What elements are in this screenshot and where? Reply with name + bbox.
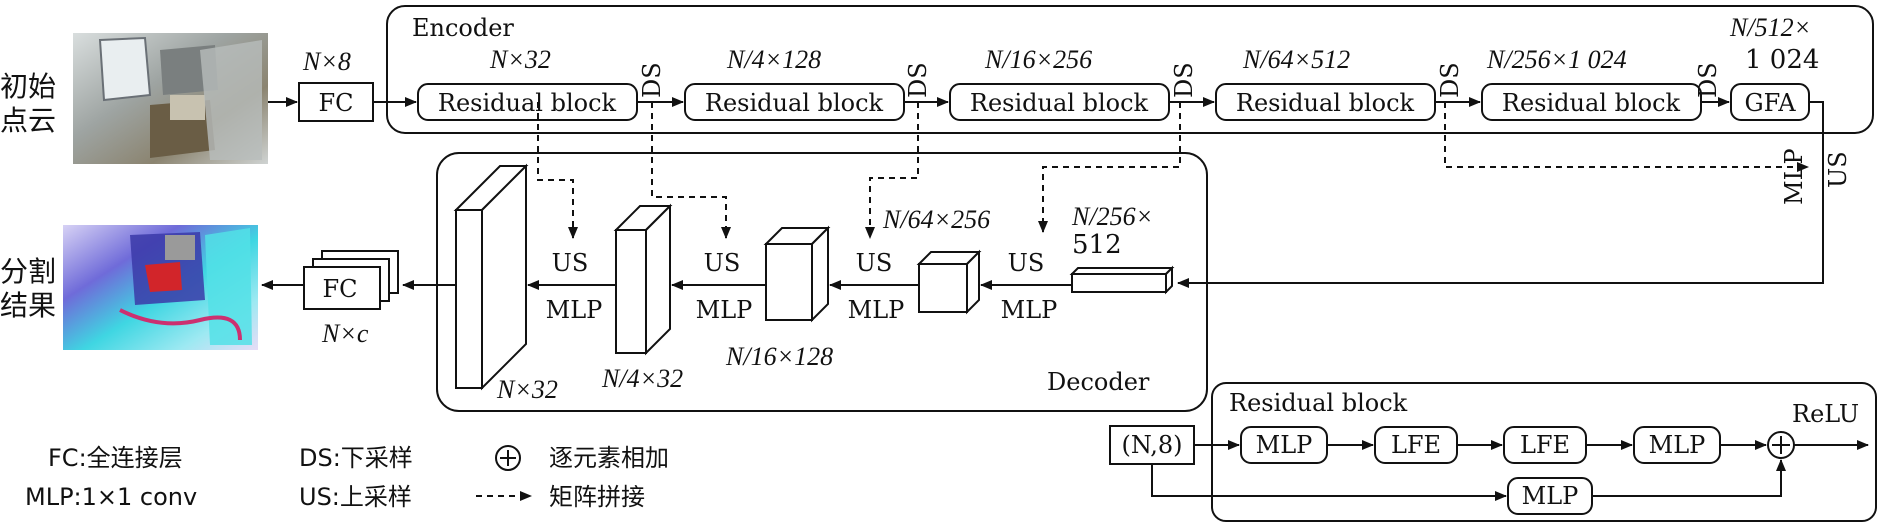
- segmentation-result-image: [63, 225, 258, 350]
- ds-label-3: DS: [1170, 62, 1198, 98]
- decoder-dim-5-line2: 512: [1072, 230, 1122, 260]
- encoder-fc-label: FC: [318, 89, 353, 117]
- residual-detail-title: Residual block: [1229, 389, 1408, 417]
- gfa-dim-line1: N/512×: [1729, 13, 1811, 42]
- rb-skip-label: MLP: [1522, 482, 1579, 510]
- encoder-block-3-dim: N/16×256: [984, 45, 1092, 74]
- encoder-block-4: Residual block: [1215, 83, 1436, 121]
- rb-skip-arrow-in: [1151, 464, 1507, 501]
- output-label: 分割 结果: [0, 255, 65, 322]
- rb-node-1-label: MLP: [1256, 431, 1313, 459]
- skip-block2-to-decoder: [651, 102, 731, 239]
- legend-add-icon: [495, 445, 521, 471]
- dec-mlp-label-3: MLP: [848, 296, 905, 324]
- encoder-block-4-dim: N/64×512: [1242, 45, 1350, 74]
- encoder-title: Encoder: [412, 14, 514, 42]
- decoder-dim-2: N/4×32: [601, 364, 683, 393]
- ds-label-1: DS: [638, 62, 666, 98]
- gfa-dim-line2: 1 024: [1745, 45, 1819, 75]
- input-label-line2: 点云: [0, 104, 56, 137]
- encoder-block-3: Residual block: [949, 83, 1170, 121]
- skip-block3-to-decoder: [865, 102, 919, 239]
- rb-node-4-label: MLP: [1649, 431, 1706, 459]
- encoder-block-2-label: Residual block: [705, 89, 884, 117]
- encoder-mlp-label: MLP: [1780, 148, 1808, 205]
- skip-block4-to-decoder: [1038, 102, 1181, 233]
- decoder-dim-4: N/64×256: [882, 205, 990, 234]
- decoder-dim-3: N/16×128: [725, 342, 833, 371]
- rb-skip-arrow-out: [1592, 459, 1786, 497]
- rb-node-2-label: LFE: [1391, 431, 1441, 459]
- dec-us-label-4: US: [1008, 249, 1045, 277]
- decoder-title: Decoder: [1047, 368, 1150, 396]
- encoder-block-1-dim: N×32: [489, 45, 551, 74]
- rb-relu-label: ReLU: [1792, 400, 1859, 428]
- output-label-line2: 结果: [0, 289, 56, 322]
- decoder-dim-1: N×32: [496, 375, 558, 404]
- legend-fc: FC:全连接层: [48, 444, 183, 472]
- encoder-block-3-label: Residual block: [970, 89, 1149, 117]
- dec-us-label-1: US: [552, 249, 589, 277]
- decoder-frame: [436, 152, 1208, 412]
- skip-block1-to-decoder: [537, 102, 578, 239]
- decoder-fc-dim: N×c: [321, 319, 369, 348]
- encoder-fc-box: [298, 82, 374, 122]
- decoder-fc-stack: [303, 250, 399, 310]
- dec-mlp-label-4: MLP: [1001, 296, 1058, 324]
- decoder-feature-5: [1069, 265, 1175, 295]
- input-label: 初始 点云: [0, 70, 65, 137]
- encoder-block-5: Residual block: [1481, 83, 1702, 121]
- encoder-block-4-label: Residual block: [1236, 89, 1415, 117]
- legend-add: 逐元素相加: [549, 444, 669, 472]
- legend-concat: 矩阵拼接: [549, 483, 645, 511]
- legend-ds: DS:下采样: [299, 444, 413, 472]
- encoder-block-2-dim: N/4×128: [726, 45, 821, 74]
- gfa-label: GFA: [1744, 89, 1796, 117]
- decoder-feature-4: [916, 249, 982, 315]
- decoder-feature-3: [763, 225, 831, 323]
- legend-us: US:上采样: [299, 483, 412, 511]
- input-point-cloud-image: [73, 33, 268, 164]
- ds-label-2: DS: [904, 62, 932, 98]
- dec-us-label-3: US: [856, 249, 893, 277]
- dec-us-label-2: US: [704, 249, 741, 277]
- decoder-fc-label: FC: [322, 275, 357, 303]
- encoder-block-2: Residual block: [684, 83, 905, 121]
- encoder-block-5-label: Residual block: [1502, 89, 1681, 117]
- ds-label-5: DS: [1694, 62, 1722, 98]
- dec-mlp-label-2: MLP: [696, 296, 753, 324]
- rb-input-label: (N,8): [1121, 431, 1182, 459]
- dec-mlp-label-1: MLP: [546, 296, 603, 324]
- output-label-line1: 分割: [0, 255, 56, 288]
- legend-mlp: MLP:1×1 conv: [25, 483, 197, 511]
- ds-label-4: DS: [1436, 62, 1464, 98]
- encoder-block-1: Residual block: [417, 83, 638, 121]
- encoder-frame: [386, 5, 1874, 134]
- encoder-block-5-dim: N/256×1 024: [1486, 45, 1627, 74]
- decoder-feature-2: [613, 203, 673, 356]
- residual-detail-frame: [1211, 382, 1877, 522]
- arrow-gfa-to-decoder: [1177, 101, 1824, 288]
- decoder-feature-1: [453, 163, 529, 391]
- encoder-us-label: US: [1824, 151, 1852, 188]
- gfa-block: GFA: [1730, 83, 1810, 121]
- encoder-fc-dim: N×8: [302, 47, 351, 76]
- rb-node-3-label: LFE: [1520, 431, 1570, 459]
- decoder-dim-5-line1: N/256×: [1071, 202, 1153, 231]
- encoder-block-1-label: Residual block: [438, 89, 617, 117]
- rb-add-icon: [1767, 431, 1795, 459]
- input-label-line1: 初始: [0, 70, 56, 103]
